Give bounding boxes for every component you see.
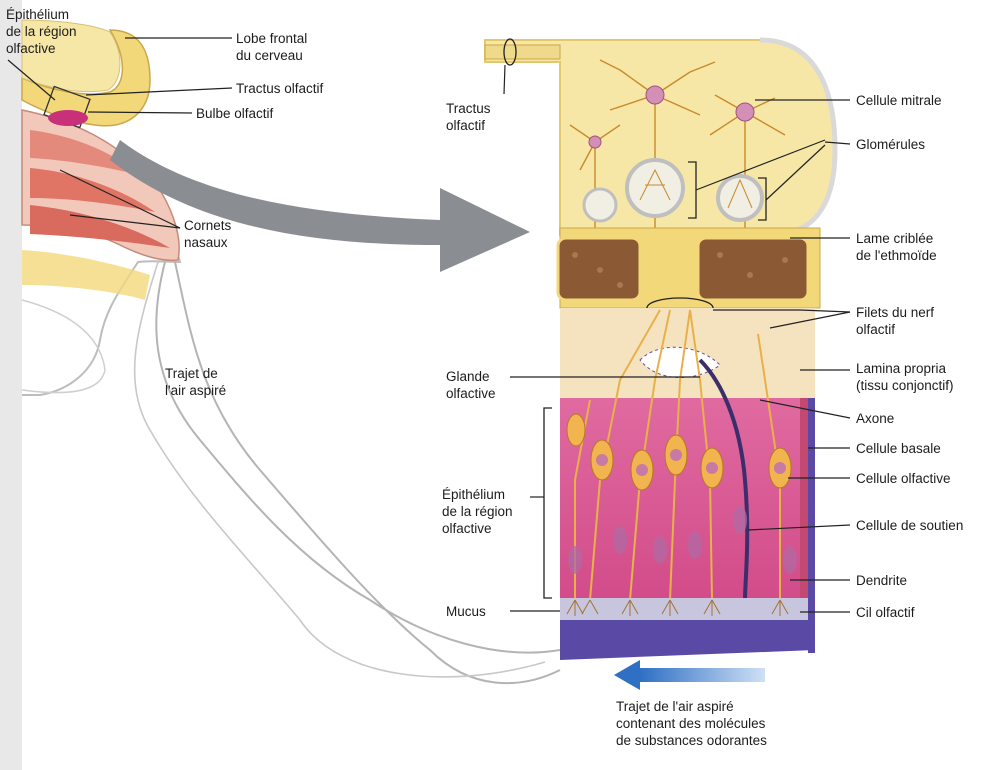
mucus-layer <box>560 598 815 620</box>
jaw-outline <box>22 300 105 393</box>
side-strip <box>808 398 815 653</box>
label-cil: Cil olfactif <box>856 604 915 621</box>
air-path-left-2 <box>175 262 560 683</box>
glomerulus-3 <box>584 189 616 221</box>
label-epithelium-right: Épithélium de la région olfactive <box>442 486 513 537</box>
glomerulus-2 <box>718 176 762 220</box>
label-tractus-big: Tractus olfactif <box>446 100 491 134</box>
air-arrow-shaft <box>640 668 765 682</box>
label-cellule-basale: Cellule basale <box>856 440 941 457</box>
label-glomerules: Glomérules <box>856 136 925 153</box>
left-edge-shadow <box>0 0 22 770</box>
label-glande: Glande olfactive <box>446 368 496 402</box>
label-cellule-olfactive: Cellule olfactive <box>856 470 951 487</box>
label-cellule-mitrale: Cellule mitrale <box>856 92 942 109</box>
mitral-cell-1 <box>646 86 664 104</box>
label-epithelium-left: Épithélium de la région olfactive <box>6 6 77 57</box>
basement-layer <box>560 620 815 660</box>
label-lamina: Lamina propria (tissu conjonctif) <box>856 360 954 394</box>
label-trajet-bottom: Trajet de l'air aspiré contenant des mol… <box>616 698 767 749</box>
label-filets: Filets du nerf olfactif <box>856 304 934 338</box>
label-axone: Axone <box>856 410 894 427</box>
mitral-cell-3 <box>589 136 601 148</box>
label-lobe-frontal: Lobe frontal du cerveau <box>236 30 307 64</box>
detail-section <box>485 39 850 690</box>
label-dendrite: Dendrite <box>856 572 907 589</box>
mitral-cell-2 <box>736 103 754 121</box>
air-path-left <box>156 262 560 653</box>
olfactory-bulb-small <box>48 110 88 126</box>
olfactory-epithelium <box>560 398 805 598</box>
bone-block-right <box>698 238 808 300</box>
tractus-bar <box>485 45 560 59</box>
label-bulbe: Bulbe olfactif <box>196 105 273 122</box>
palate <box>22 250 150 300</box>
air-arrow-head <box>614 660 640 690</box>
label-tractus-small: Tractus olfactif <box>236 80 323 97</box>
glomerulus-1 <box>627 160 683 216</box>
label-mucus: Mucus <box>446 603 486 620</box>
label-trajet-air-left: Trajet de l'air aspiré <box>165 365 226 399</box>
label-cornets: Cornets nasaux <box>184 217 231 251</box>
label-cellule-soutien: Cellule de soutien <box>856 517 963 534</box>
label-lame-criblee: Lame criblée de l'ethmoïde <box>856 230 937 264</box>
